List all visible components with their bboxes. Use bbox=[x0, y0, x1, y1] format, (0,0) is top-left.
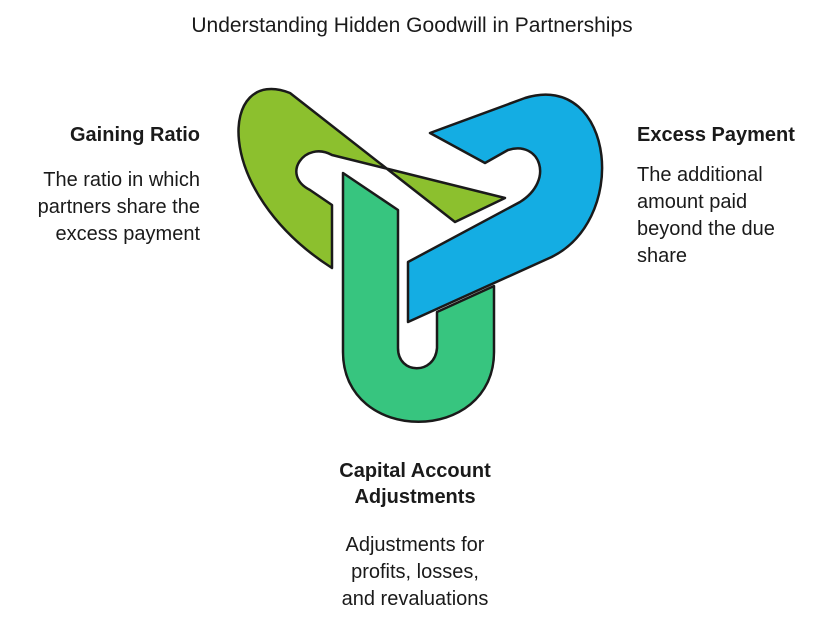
capital-account-description: Adjustments for profits, losses, and rev… bbox=[290, 532, 540, 613]
description-line: The ratio in which bbox=[43, 169, 200, 191]
heading-line: Capital Account bbox=[339, 460, 491, 482]
description-line: share bbox=[637, 245, 688, 267]
excess-payment-link bbox=[406, 93, 604, 324]
excess-payment-section: Excess Payment The additional amount pai… bbox=[637, 122, 822, 270]
heading-line: Adjustments bbox=[354, 486, 476, 508]
gaining-ratio-description: The ratio in which partners share the ex… bbox=[0, 167, 200, 248]
description-line: and revaluations bbox=[341, 588, 489, 610]
description-line: beyond the due bbox=[637, 218, 775, 240]
gaining-ratio-heading: Gaining Ratio bbox=[70, 124, 200, 146]
description-line: excess payment bbox=[55, 223, 200, 245]
description-line: Adjustments for bbox=[345, 534, 485, 556]
capital-account-section: Capital Account Adjustments Adjustments … bbox=[290, 458, 540, 613]
gaining-ratio-section: Gaining Ratio The ratio in which partner… bbox=[0, 122, 200, 248]
description-line: profits, losses, bbox=[351, 561, 479, 583]
page-title: Understanding Hidden Goodwill in Partner… bbox=[191, 14, 633, 37]
excess-payment-description: The additional amount paid beyond the du… bbox=[637, 162, 822, 270]
description-line: The additional bbox=[637, 164, 763, 186]
capital-account-heading: Capital Account Adjustments bbox=[290, 458, 540, 510]
description-line: partners share the bbox=[37, 196, 200, 218]
gaining-ratio-link bbox=[237, 87, 507, 270]
capital-account-link bbox=[341, 171, 496, 423]
excess-payment-heading: Excess Payment bbox=[637, 124, 795, 146]
description-line: amount paid bbox=[637, 191, 748, 213]
